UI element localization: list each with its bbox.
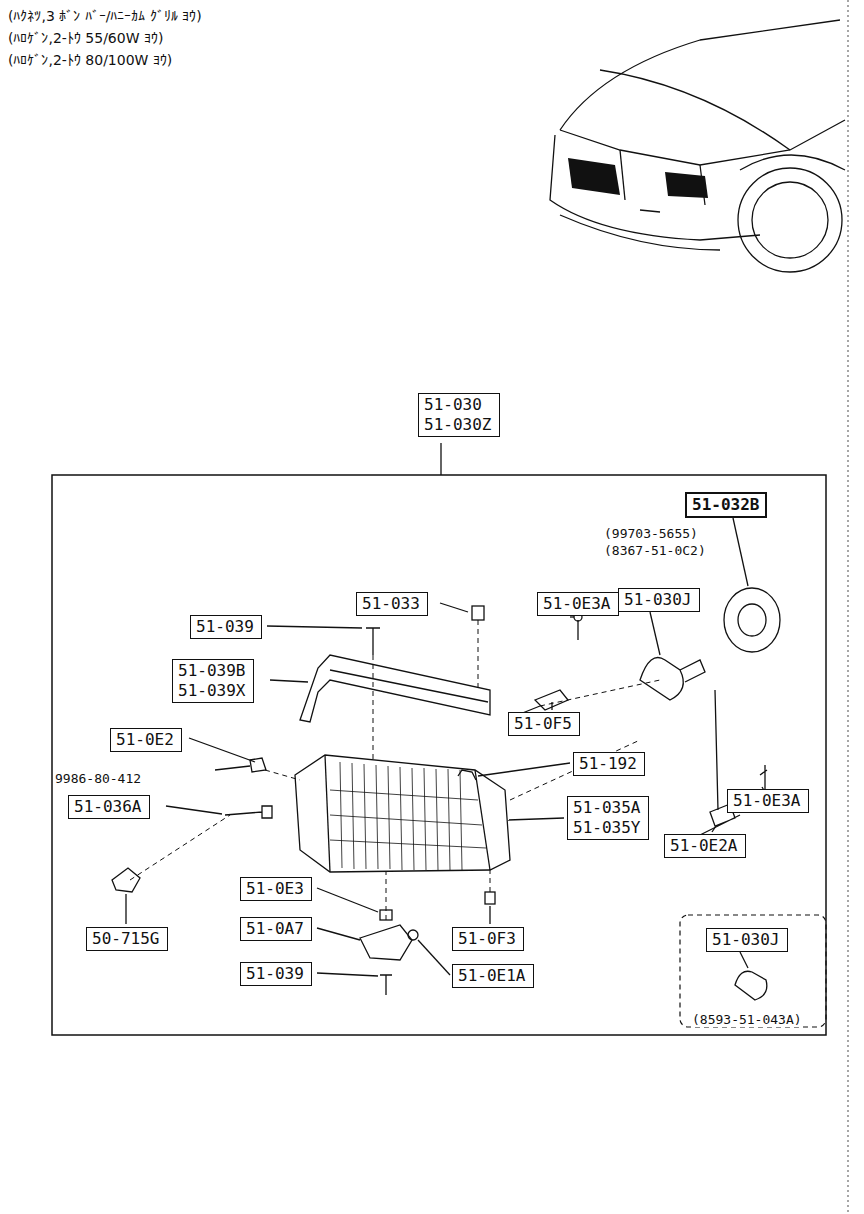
part-number-box: 50-715G xyxy=(86,927,168,951)
part-number: 51-039X xyxy=(178,681,248,701)
part-number: 51-030 xyxy=(424,395,494,415)
part-number-box: 51-032B xyxy=(685,492,767,518)
part-number-box: 51-192 xyxy=(573,752,645,776)
part-number-note: (8367-51-0C2) xyxy=(604,543,706,558)
part-number-box: 51-039B51-039X xyxy=(172,659,254,703)
part-number-box: 51-0F3 xyxy=(452,927,524,951)
part-number-box: 51-039 xyxy=(240,962,312,986)
part-number-box: 51-036A xyxy=(68,795,150,819)
part-number-note: (99703-5655) xyxy=(604,526,698,541)
part-number-box: 51-0E2A xyxy=(664,834,746,858)
application-note: (ﾊｸﾈﾂ,3 ﾎﾞﾝ ﾊﾞｰ/ﾊﾆｰｶﾑ ｸﾞﾘﾙ ﾖｳ) xyxy=(8,8,202,24)
part-number-box: 51-03051-030Z xyxy=(418,393,500,437)
part-number-note: (8593-51-043A) xyxy=(692,1012,802,1027)
part-number-box: 51-0E3A xyxy=(727,789,809,813)
part-number-box: 51-030J xyxy=(706,928,788,952)
part-number: 51-192 xyxy=(579,754,639,774)
part-number: 51-0F3 xyxy=(458,929,518,949)
part-number-box: 51-0E3 xyxy=(240,877,312,901)
part-number: 51-039 xyxy=(246,964,306,984)
part-number: 51-036A xyxy=(74,797,144,817)
part-number-box: 51-039 xyxy=(190,615,262,639)
part-number: 51-035Y xyxy=(573,818,643,838)
part-number: 51-033 xyxy=(362,594,422,614)
part-number-box: 51-0A7 xyxy=(240,917,312,941)
part-number: 51-0E3A xyxy=(543,594,613,614)
part-number: 51-0A7 xyxy=(246,919,306,939)
part-number: 51-030Z xyxy=(424,415,494,435)
part-number: 51-0E3 xyxy=(246,879,306,899)
part-number: 51-039B xyxy=(178,661,248,681)
part-number-box: 51-0E3A xyxy=(537,592,619,616)
part-number-box: 51-035A51-035Y xyxy=(567,796,649,840)
part-number: 51-030J xyxy=(712,930,782,950)
part-number-box: 51-0E2 xyxy=(110,728,182,752)
application-note: (ﾊﾛｹﾞﾝ,2-ﾄｳ 80/100W ﾖｳ) xyxy=(8,52,172,68)
part-number-box: 51-0E1A xyxy=(452,964,534,988)
part-number: 51-0E2 xyxy=(116,730,176,750)
part-number: 51-039 xyxy=(196,617,256,637)
part-number: 51-0E3A xyxy=(733,791,803,811)
part-number-note: 9986-80-412 xyxy=(55,771,141,786)
part-number: 50-715G xyxy=(92,929,162,949)
part-number: 51-0F5 xyxy=(514,714,574,734)
part-number: 51-032B xyxy=(692,495,760,515)
part-number-box: 51-0F5 xyxy=(508,712,580,736)
part-number-box: 51-033 xyxy=(356,592,428,616)
part-number: 51-0E1A xyxy=(458,966,528,986)
part-number-box: 51-030J xyxy=(618,588,700,612)
application-note: (ﾊﾛｹﾞﾝ,2-ﾄｳ 55/60W ﾖｳ) xyxy=(8,30,163,46)
part-number: 51-035A xyxy=(573,798,643,818)
part-number: 51-030J xyxy=(624,590,694,610)
part-number: 51-0E2A xyxy=(670,836,740,856)
